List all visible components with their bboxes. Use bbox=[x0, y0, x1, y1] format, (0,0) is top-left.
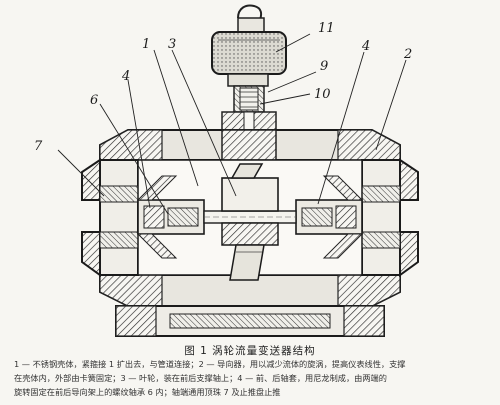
label-part-1: 1 bbox=[142, 37, 150, 52]
label-part-2: 2 bbox=[403, 47, 412, 62]
housing-top bbox=[99, 129, 401, 161]
left-end-connection bbox=[81, 158, 139, 277]
left-guide-bearing bbox=[136, 175, 205, 259]
base-flange bbox=[115, 305, 385, 337]
label-part-4-right: 4 bbox=[361, 39, 370, 54]
legend-line: 在壳体内，外部由卡簧固定；3 — 叶轮，装在前后支撑轴上；4 — 前、后轴套，用… bbox=[14, 373, 387, 383]
label-part-6: 6 bbox=[90, 93, 98, 108]
housing-bottom bbox=[99, 274, 401, 307]
legend-line: 旋转固定在前后导向架上的螺纹轴承 6 内；轴端通用顶珠 7 及止推盘止推 bbox=[14, 387, 281, 397]
right-guide-bearing bbox=[295, 175, 364, 259]
leader-lines bbox=[57, 33, 407, 215]
figure-legend: 1 — 不锈钢壳体，紧箍接 1 扩出去，与管道连接；2 — 导向器，用以减少流体… bbox=[14, 357, 490, 399]
figure-caption: 图 1 涡轮流量变送器结构 bbox=[184, 345, 316, 357]
legend-line: 1 — 不锈钢壳体，紧箍接 1 扩出去，与管道连接；2 — 导向器，用以减少流体… bbox=[14, 359, 406, 369]
right-end-connection bbox=[361, 158, 419, 277]
label-part-7: 7 bbox=[34, 139, 43, 154]
turbine-impeller bbox=[221, 163, 279, 281]
amplifier-head bbox=[211, 4, 287, 75]
label-part-3: 3 bbox=[168, 37, 176, 52]
label-part-4-left: 4 bbox=[121, 69, 130, 84]
label-part-11: 11 bbox=[318, 21, 335, 36]
shaft bbox=[203, 210, 297, 224]
label-part-10: 10 bbox=[314, 87, 331, 102]
label-part-9: 9 bbox=[320, 59, 328, 74]
